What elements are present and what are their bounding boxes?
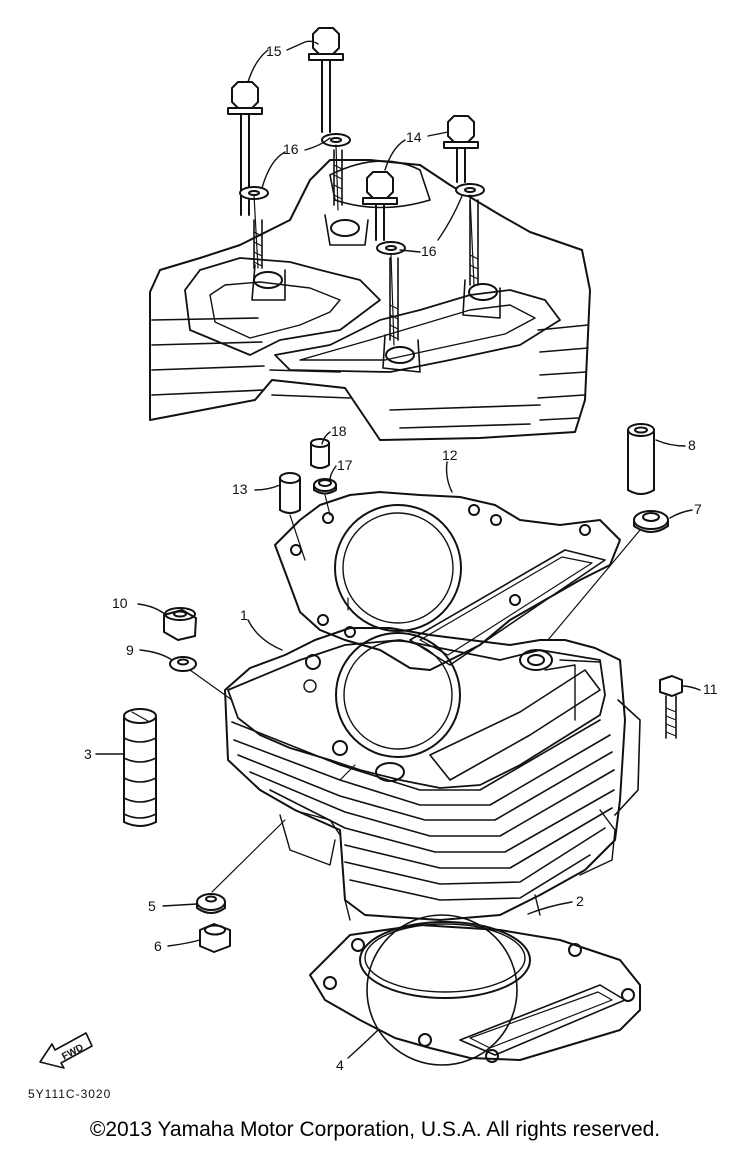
part-label-17: 17 xyxy=(337,457,353,473)
part-label-18: 18 xyxy=(331,423,347,439)
fwd-arrow: FWD xyxy=(39,1032,93,1069)
part-label-10: 10 xyxy=(112,595,128,611)
washer-5 xyxy=(196,893,226,914)
nut-6 xyxy=(199,923,231,953)
dowel-pin-18 xyxy=(310,438,330,469)
head-bolt-14-right xyxy=(443,115,479,286)
part-label-5: 5 xyxy=(148,898,156,914)
head-bolt-15-right xyxy=(308,27,344,206)
part-label-1: 1 xyxy=(240,607,248,623)
part-label-12: 12 xyxy=(442,447,458,463)
part-label-7: 7 xyxy=(694,501,702,517)
washer-16 xyxy=(239,133,485,255)
part-label-8: 8 xyxy=(688,437,696,453)
part-label-2: 2 xyxy=(576,893,584,909)
head-bolt-15-left xyxy=(227,81,263,269)
part-label-4: 4 xyxy=(336,1057,344,1073)
part-label-11: 11 xyxy=(703,681,718,697)
part-label-16-upper: 16 xyxy=(283,141,299,157)
head-bolt-14-left xyxy=(362,171,399,341)
cylinder-head xyxy=(149,159,591,441)
washer-9 xyxy=(169,656,197,672)
stud-3 xyxy=(123,708,157,827)
alignment-lines xyxy=(189,144,641,893)
part-labels: 15 14 16 16 18 17 13 12 8 7 10 9 1 3 11 xyxy=(84,40,718,1073)
dowel-pin-13 xyxy=(279,472,301,514)
copyright-notice: ©2013 Yamaha Motor Corporation, U.S.A. A… xyxy=(89,1118,661,1141)
cylinder-1 xyxy=(224,627,641,921)
part-label-14: 14 xyxy=(406,129,422,145)
nut-10 xyxy=(163,607,197,641)
base-gasket-4 xyxy=(309,914,641,1066)
part-label-15: 15 xyxy=(266,43,282,59)
drawing-code: 5Y111C-3020 xyxy=(28,1087,111,1101)
part-label-6: 6 xyxy=(154,938,162,954)
cylinder-exploded-diagram: FWD 5Y111C-3020 15 14 16 16 18 17 13 12 … xyxy=(28,27,718,1101)
part-label-3: 3 xyxy=(84,746,92,762)
dowel-pin-8 xyxy=(627,423,655,495)
head-gasket-12 xyxy=(274,491,621,671)
o-ring-2 xyxy=(359,921,531,999)
part-label-13: 13 xyxy=(232,481,248,497)
bolt-11 xyxy=(659,675,683,739)
o-ring-7 xyxy=(633,510,669,533)
part-label-16-lower: 16 xyxy=(421,243,437,259)
o-ring-17 xyxy=(313,478,337,495)
part-label-9: 9 xyxy=(126,642,134,658)
